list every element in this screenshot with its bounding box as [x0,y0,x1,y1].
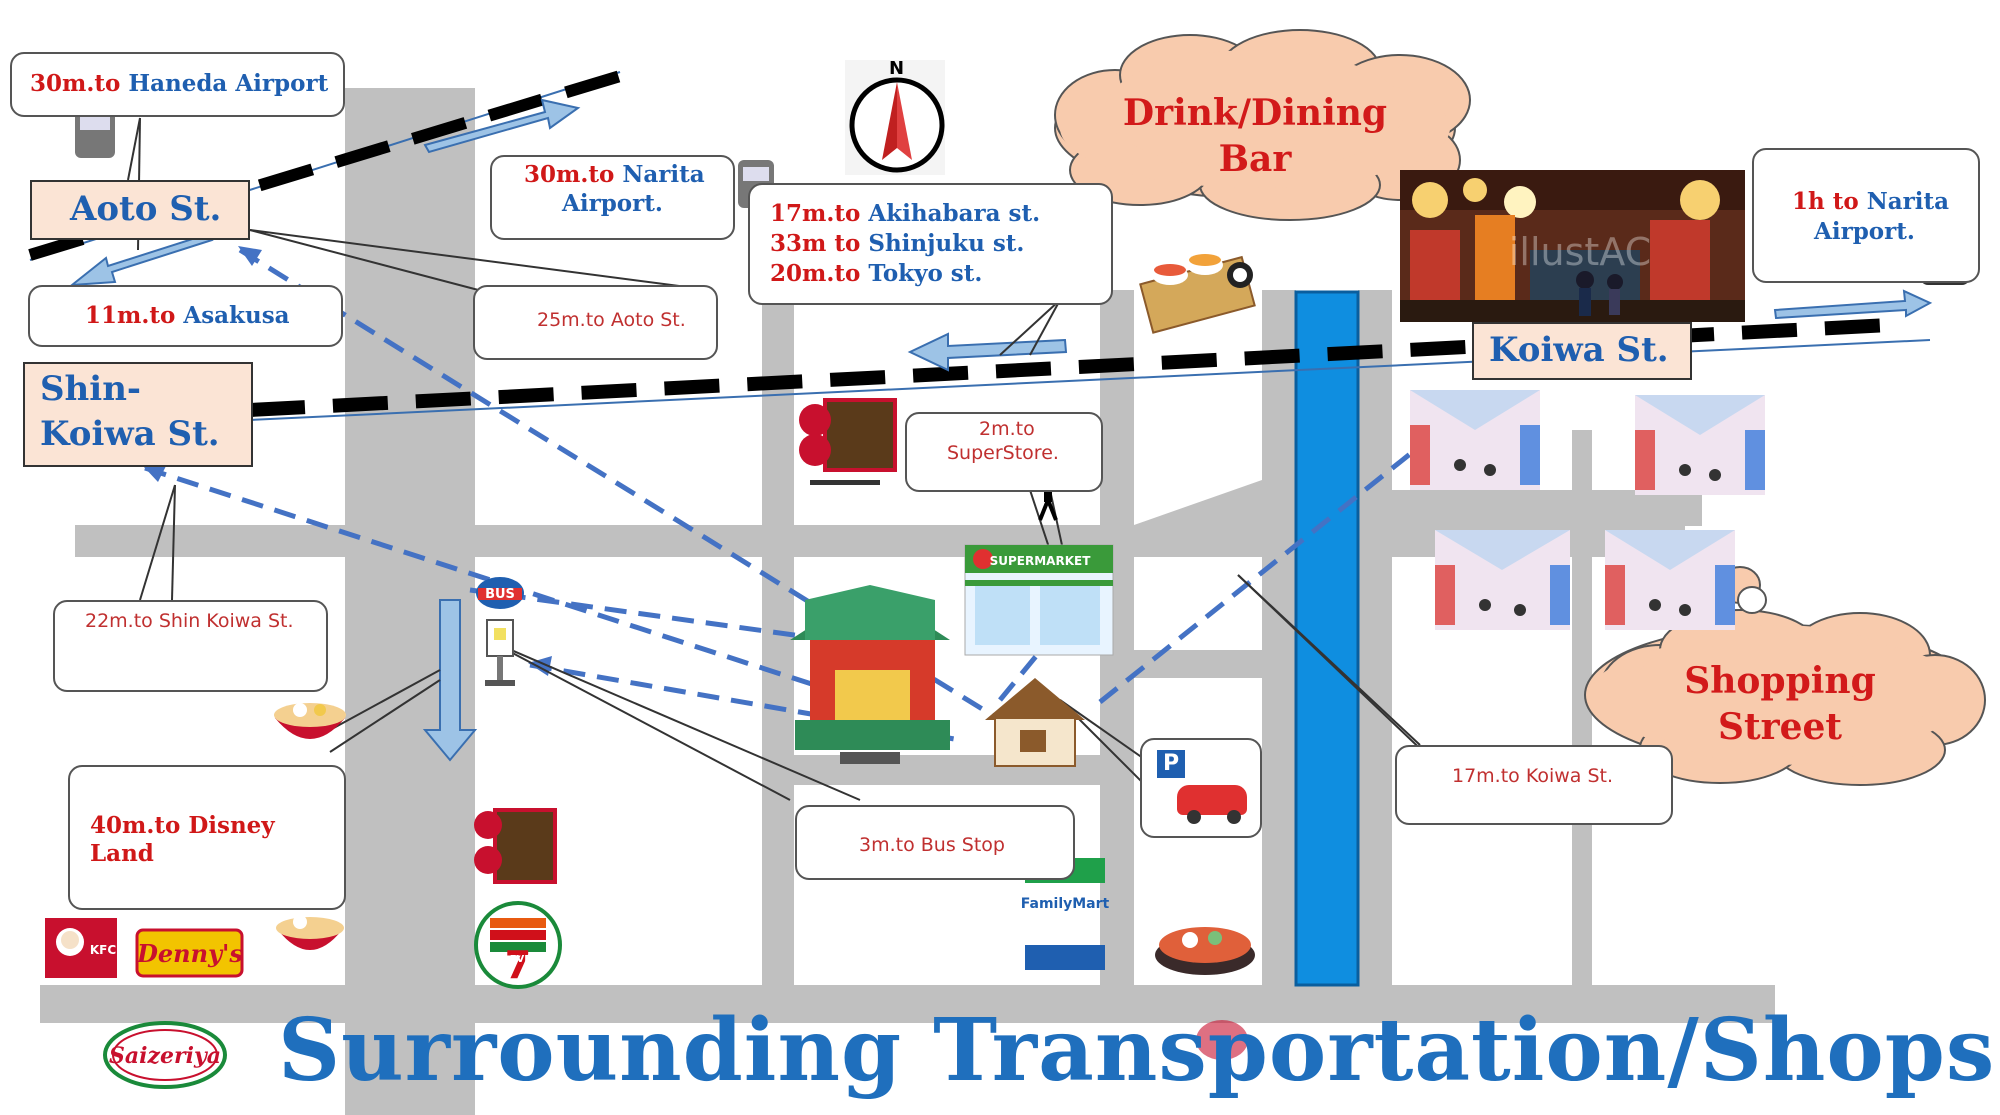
haneda-time: 30m.to [30,70,121,97]
familymart-label: FamilyMart [1021,896,1110,912]
supermarket-icon: SUPERMARKET [964,544,1114,656]
narita-koiwa-time: 1h to [1792,188,1859,215]
parking-box: P [1140,738,1262,838]
jr-tokyo-time: 20m.to [770,260,861,287]
callout-narita-aoto: 30m.to Narita Airport. [490,155,735,240]
jr-shinjuku-time: 33m to [770,230,861,257]
walk-bus-stop-text: 3m.to Bus Stop [859,834,1005,856]
station-aoto-label: Aoto St. [70,189,222,229]
jr-akihabara-dest: Akihabara st. [868,200,1041,227]
callout-haneda: 30m.to Haneda Airport [10,52,345,117]
asakusa-time: 11m.to [85,302,176,329]
callout-disney: 40m.to Disney Land [68,765,346,910]
drink-dining-line2: Bar [1218,138,1292,180]
walk-koiwa-text: 17m.to Koiwa St. [1452,765,1614,787]
callout-walk-shin-koiwa: 22m.to Shin Koiwa St. [53,600,328,692]
station-koiwa: Koiwa St. [1472,322,1692,380]
ramen-icon-1 [274,703,346,739]
watermark-text: illustAC [1509,230,1651,274]
house-icon [985,678,1085,767]
seven-eleven-number: 7 [505,943,531,987]
direction-arrows [68,98,1933,762]
soba-icon-2 [474,808,557,884]
jr-tokyo-dest: Tokyo st. [868,260,983,287]
station-shin-koiwa-line1: Shin- [40,369,142,409]
walk-shin-koiwa-text: 22m.to Shin Koiwa St. [85,610,294,632]
cloud-shopping-label: Shopping Street [1640,658,1920,750]
narita-aoto-dest: Narita [622,161,705,188]
soba-icon-1 [799,398,897,485]
narita-koiwa-dest: Narita [1866,188,1950,215]
callout-narita-koiwa: 1h to Narita Airport. [1752,148,1980,283]
callout-jr-destinations: 17m.to Akihabara st. 33m to Shinjuku st.… [748,183,1113,305]
kfc-label: KFC [90,943,116,957]
saizeriya-label: Saizeriya [109,1043,221,1069]
station-aoto: Aoto St. [30,180,250,240]
jr-shinjuku-dest: Shinjuku st. [868,230,1025,257]
bus-stop-icon: BUS [476,577,524,686]
haneda-dest: Haneda Airport [128,70,329,97]
station-shin-koiwa: Shin- Koiwa St. [23,362,253,467]
callout-asakusa: 11m.to Asakusa [28,285,343,347]
walking-routes [144,247,1417,743]
callout-walk-superstore: 2m.to SuperStore. [905,412,1103,492]
ramen-icon-2 [276,915,344,950]
supermarket-sign: SUPERMARKET [990,554,1092,568]
shopping-arcade-images [1410,390,1765,630]
station-koiwa-label: Koiwa St. [1489,330,1669,370]
callout-walk-aoto: 25m.to Aoto St. [473,285,718,360]
callout-walk-koiwa: 17m.to Koiwa St. [1395,745,1673,825]
compass-north-label: N [889,58,905,79]
cloud-drink-dining [1054,29,1471,221]
bus-sign: BUS [485,587,515,602]
compass [845,60,945,175]
station-shin-koiwa-line2: Koiwa St. [40,414,220,454]
callout-walk-bus-stop: 3m.to Bus Stop [795,805,1075,880]
cloud-shopping-street [1584,548,1986,786]
small-ramen-icon [1196,1020,1248,1060]
seven-eleven-sub: ELEVEN [497,954,540,965]
walk-superstore-line1: 2m.to [979,418,1035,440]
narita-aoto-time: 30m.to [524,161,615,188]
asakusa-dest: Asakusa [183,302,290,329]
dining-bar-street-image: illustAC [1400,170,1745,322]
drink-dining-line1: Drink/Dining [1122,92,1388,134]
disney-line1: 40m.to Disney [90,812,275,839]
kfc-logo: KFC [45,918,117,978]
walk-superstore-line2: SuperStore. [947,442,1059,464]
hotpot-icon [1155,927,1255,975]
parking-sign: P [1157,750,1185,778]
shopping-line2: Street [1717,706,1843,748]
cloud-drink-dining-label: Drink/Dining Bar [1105,90,1405,182]
disney-line2: Land [90,840,154,867]
narita-koiwa-dest2: Airport. [1814,218,1915,245]
callout-pointers [127,117,1433,801]
seven-eleven-logo: 7 ELEVEN [474,901,562,989]
dennys-logo: Denny's [135,928,244,978]
page-title: Surrounding Transportation/Shops [278,1000,1996,1101]
narita-aoto-dest2: Airport. [562,190,663,217]
saizeriya-logo: Saizeriya [103,1021,227,1089]
sushi-icon [1139,254,1256,334]
dennys-label: Denny's [136,939,243,968]
walk-aoto-text: 25m.to Aoto St. [537,309,686,331]
shrine-icon [790,585,950,764]
shopping-line1: Shopping [1684,660,1876,702]
jr-akihabara-time: 17m.to [770,200,861,227]
